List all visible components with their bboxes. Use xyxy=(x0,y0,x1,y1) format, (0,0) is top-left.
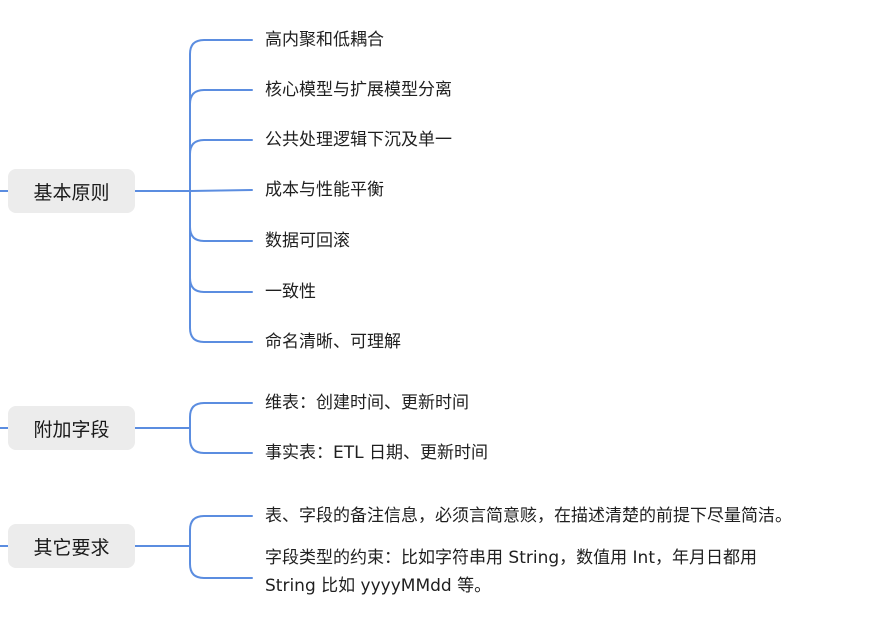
leaf-topic[interactable]: 事实表：ETL 日期、更新时间 xyxy=(265,440,488,466)
leaf-topic[interactable]: 一致性 xyxy=(265,279,316,305)
child-connector xyxy=(189,515,253,547)
child-connector xyxy=(189,190,253,343)
leaf-topic-text: 维表：创建时间、更新时间 xyxy=(265,393,469,413)
leaf-topic-text: 核心模型与扩展模型分离 xyxy=(265,80,452,100)
leaf-topic[interactable]: 核心模型与扩展模型分离 xyxy=(265,77,452,103)
leaf-topic[interactable]: 数据可回滚 xyxy=(265,228,350,254)
topic-node[interactable]: 基本原则 xyxy=(8,169,135,213)
child-connector xyxy=(189,89,253,192)
child-connector xyxy=(189,189,253,192)
leaf-topic-text: 表、字段的备注信息，必须言简意赅，在描述清楚的前提下尽量简洁。 xyxy=(265,506,792,526)
leaf-topic[interactable]: 高内聚和低耦合 xyxy=(265,27,384,53)
leaf-topic[interactable]: 表、字段的备注信息，必须言简意赅，在描述清楚的前提下尽量简洁。 xyxy=(265,503,792,529)
leaf-topic-text: 一致性 xyxy=(265,282,316,302)
topic-node[interactable]: 其它要求 xyxy=(8,524,135,568)
child-connector xyxy=(189,402,253,429)
child-connector xyxy=(189,139,253,192)
leaf-topic-text: 成本与性能平衡 xyxy=(265,180,384,200)
leaf-topic-text: 高内聚和低耦合 xyxy=(265,30,384,50)
leaf-topic-text: 命名清晰、可理解 xyxy=(265,332,401,352)
leaf-topic-text: 数据可回滚 xyxy=(265,231,350,251)
child-connector xyxy=(189,427,253,454)
leaf-topic-text: String 比如 yyyyMMdd 等。 xyxy=(265,576,492,596)
child-connector xyxy=(189,545,253,579)
leaf-topic[interactable]: 公共处理逻辑下沉及单一 xyxy=(265,127,452,153)
leaf-topic[interactable]: 命名清晰、可理解 xyxy=(265,329,401,355)
leaf-topic[interactable]: 成本与性能平衡 xyxy=(265,177,384,203)
leaf-topic-text: 公共处理逻辑下沉及单一 xyxy=(265,130,452,150)
leaf-topic-text: 事实表：ETL 日期、更新时间 xyxy=(265,443,488,463)
leaf-topic[interactable]: 字段类型的约束：比如字符串用 String，数值用 Int，年月日都用 Strin… xyxy=(265,545,757,599)
child-connector xyxy=(189,39,253,192)
topic-node[interactable]: 附加字段 xyxy=(8,406,135,450)
leaf-topic-text: 字段类型的约束：比如字符串用 String，数值用 Int，年月日都用 xyxy=(265,548,757,568)
child-connector xyxy=(189,190,253,242)
leaf-topic[interactable]: 维表：创建时间、更新时间 xyxy=(265,390,469,416)
